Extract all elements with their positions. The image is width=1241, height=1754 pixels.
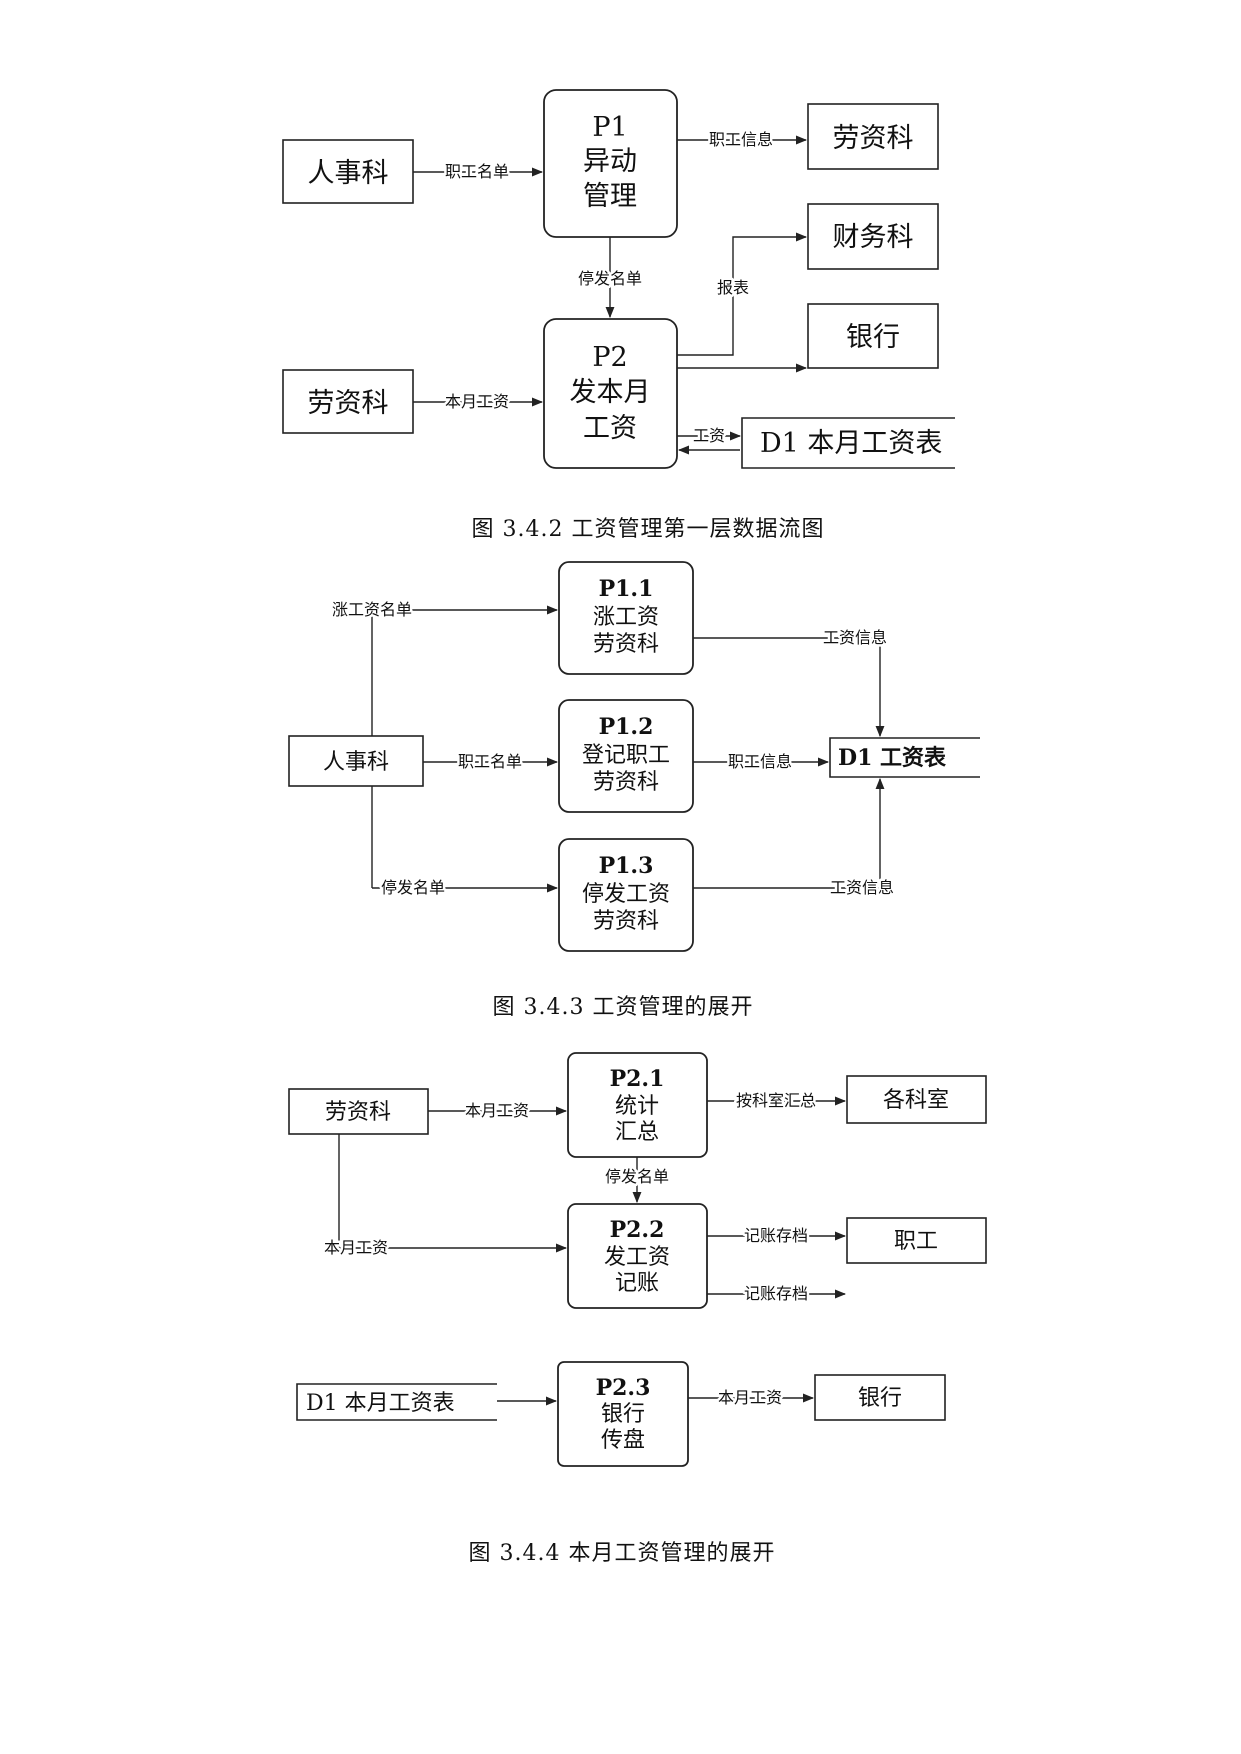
fig3-store-shape bbox=[296, 1383, 497, 1421]
fig1-flow-label-staff-info: 职工信息 bbox=[709, 130, 773, 149]
fig1-entity-finance-box bbox=[807, 203, 939, 270]
fig1-store-label: D1 本月工资表 bbox=[760, 428, 942, 459]
fig2-flow-wage-info-2 bbox=[693, 777, 885, 889]
fig3-flow-label-stop-list: 停发名单 bbox=[605, 1167, 669, 1186]
fig1-entity-labor-box bbox=[282, 369, 414, 434]
fig3-flow-label-monthly-wage-3: 本月工资 bbox=[718, 1388, 782, 1407]
fig2-process-p1-1-line2: 劳资科 bbox=[593, 632, 659, 657]
fig1-flow-label-wage: 工资 bbox=[693, 426, 725, 445]
fig3-process-p2-3-box bbox=[557, 1361, 689, 1467]
fig2-process-p1-2-line2: 劳资科 bbox=[593, 770, 659, 795]
fig3-process-p2-2-line1: 发工资 bbox=[604, 1245, 670, 1270]
fig1-process-p2-line2: 工资 bbox=[583, 413, 637, 444]
fig3-entity-staff: 职工 bbox=[894, 1229, 938, 1254]
fig1-process-p2-box bbox=[543, 318, 678, 469]
fig2-flow-label-raise-list: 涨工资名单 bbox=[332, 600, 412, 619]
fig2-process-p1-3-box bbox=[558, 838, 694, 952]
fig1-entity-labor-right: 劳资科 bbox=[833, 123, 914, 154]
fig2-entity-personnel-box bbox=[288, 735, 424, 787]
fig2-store-shape bbox=[829, 737, 980, 778]
fig1-flow-label-staff-list: 职工名单 bbox=[445, 162, 509, 181]
fig2-caption: 图 3.4.3 工资管理的展开 bbox=[493, 995, 754, 1020]
fig3-flow-label-archive-2: 记账存档 bbox=[744, 1284, 808, 1303]
fig2-process-p1-2-line1: 登记职工 bbox=[582, 743, 670, 768]
fig3-process-p2-3-line1: 银行 bbox=[601, 1402, 645, 1427]
fig1-flow-label-monthly-wage: 本月工资 bbox=[445, 392, 509, 411]
fig1-flow-label-report: 报表 bbox=[717, 278, 749, 297]
fig2-process-p1-1-id: P1.1 bbox=[599, 576, 654, 602]
fig3-entity-labor: 劳资科 bbox=[325, 1100, 391, 1125]
fig3-process-p2-2-line2: 记账 bbox=[615, 1271, 659, 1296]
fig1-process-p2-line1: 发本月 bbox=[570, 377, 651, 408]
fig1-process-p2-id: P2 bbox=[592, 342, 627, 373]
fig3-flow-label-monthly-wage-1: 本月工资 bbox=[465, 1101, 529, 1120]
fig2-process-p1-1-box bbox=[558, 561, 694, 675]
fig1-flow-label-stop-list: 停发名单 bbox=[578, 269, 642, 288]
fig3-entity-labor-box bbox=[288, 1088, 429, 1135]
fig2-flow-label-staff-list: 职工名单 bbox=[458, 752, 522, 771]
fig3-entity-bank: 银行 bbox=[858, 1386, 902, 1411]
fig3-process-p2-3-line2: 传盘 bbox=[601, 1428, 645, 1453]
fig3-flow-label-dept-summary: 按科室汇总 bbox=[736, 1091, 816, 1110]
fig1-entity-labor-right-box bbox=[807, 103, 939, 170]
fig2-process-p1-2-box bbox=[558, 699, 694, 813]
fig2-flow-label-stop-list: 停发名单 bbox=[381, 878, 445, 897]
fig2-process-p1-3-line1: 停发工资 bbox=[582, 882, 670, 907]
fig3-entity-bank-box bbox=[814, 1374, 946, 1421]
fig1-process-p1-id: P1 bbox=[592, 112, 627, 143]
figure-2: 人事科 P1.1 涨工资 劳资科 P1.2 登记职工 劳资科 P1.3 停发工资… bbox=[288, 561, 980, 1020]
fig3-process-p2-2-box bbox=[567, 1203, 708, 1309]
fig2-flow-wage-info-1 bbox=[693, 637, 885, 738]
fig3-process-p2-2-id: P2.2 bbox=[610, 1217, 665, 1243]
fig2-process-p1-3-line2: 劳资科 bbox=[593, 909, 659, 934]
fig2-flow-label-staff-info: 职工信息 bbox=[728, 752, 792, 771]
fig1-entity-labor: 劳资科 bbox=[308, 388, 389, 419]
fig3-caption: 图 3.4.4 本月工资管理的展开 bbox=[469, 1541, 776, 1566]
fig2-entity-personnel: 人事科 bbox=[323, 750, 389, 775]
fig1-process-p1-line2: 管理 bbox=[583, 181, 637, 212]
fig1-store-shape bbox=[741, 417, 955, 469]
fig1-entity-personnel: 人事科 bbox=[308, 158, 389, 189]
fig2-flow-label-wage-info-1: 工资信息 bbox=[823, 628, 887, 647]
fig1-entity-bank-box bbox=[807, 303, 939, 369]
fig1-entity-bank: 银行 bbox=[846, 322, 900, 353]
fig1-process-p1-line1: 异动 bbox=[583, 146, 637, 177]
fig2-process-p1-3-id: P1.3 bbox=[599, 853, 654, 879]
fig1-caption: 图 3.4.2 工资管理第一层数据流图 bbox=[472, 517, 825, 542]
fig2-store-label: D1 工资表 bbox=[838, 745, 947, 771]
fig1-flow-report bbox=[677, 232, 808, 356]
fig3-entity-departments: 各科室 bbox=[883, 1088, 949, 1113]
fig2-flow-label-wage-info-2: 工资信息 bbox=[830, 878, 894, 897]
fig3-process-p2-1-id: P2.1 bbox=[610, 1066, 665, 1092]
fig2-process-p1-1-line1: 涨工资 bbox=[593, 605, 659, 630]
figure-3: 劳资科 各科室 职工 银行 P2.1 统计 汇总 P2.2 发工资 记账 P2.… bbox=[288, 1052, 987, 1566]
figure-1: 人事科 劳资科 劳资科 财务科 银行 P1 异动 管理 P2 发本月 工资 D1… bbox=[282, 89, 955, 542]
fig3-flow-label-monthly-wage-2: 本月工资 bbox=[324, 1238, 388, 1257]
fig3-process-p2-1-line1: 统计 bbox=[615, 1094, 659, 1119]
fig3-process-p2-1-line2: 汇总 bbox=[615, 1120, 659, 1145]
fig1-entity-finance: 财务科 bbox=[833, 222, 914, 253]
fig3-entity-staff-box bbox=[846, 1217, 987, 1264]
fig3-process-p2-3-id: P2.3 bbox=[596, 1375, 651, 1401]
fig2-process-p1-2-id: P1.2 bbox=[599, 714, 654, 740]
fig3-entity-departments-box bbox=[846, 1075, 987, 1124]
fig3-store-label: D1 本月工资表 bbox=[306, 1391, 455, 1416]
fig3-flow-label-archive-1: 记账存档 bbox=[744, 1226, 808, 1245]
fig1-entity-personnel-box bbox=[282, 139, 414, 204]
